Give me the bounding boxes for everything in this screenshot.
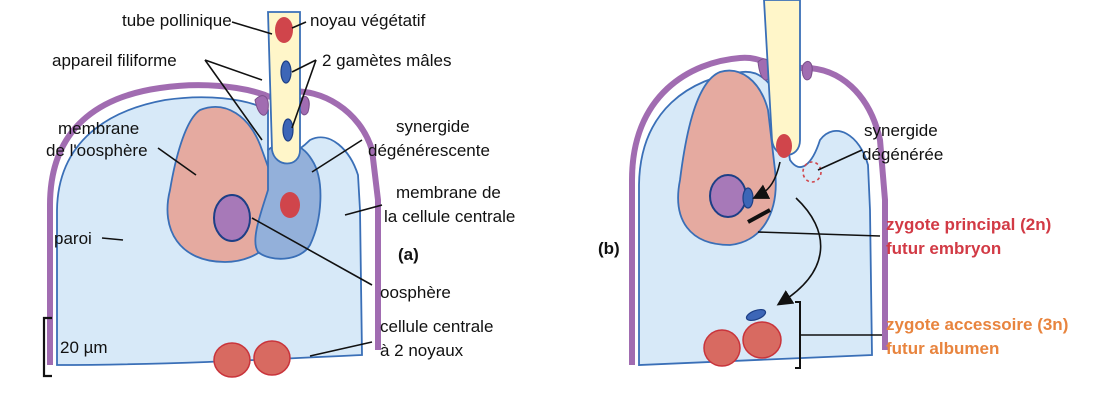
label-cellule-centrale-1: cellule centrale <box>380 317 493 336</box>
label-zygote-principal-2: futur embryon <box>886 239 1001 258</box>
tag-panel-a: (a) <box>398 245 419 264</box>
cellule-centrale-noyau-2-b <box>743 322 781 358</box>
leader-filiforme-1 <box>205 60 262 80</box>
synergide-noyau-a <box>280 192 300 218</box>
label-zygote-principal-1: zygote principal (2n) <box>886 215 1051 234</box>
label-membrane-oosphere-2: de l'oosphère <box>46 141 148 160</box>
oosphere-noyau-a <box>214 195 250 241</box>
zygote-noyau-b <box>710 175 746 217</box>
label-zygote-accessoire-2: futur albumen <box>886 339 999 358</box>
label-zygote-accessoire-1: zygote accessoire (3n) <box>886 315 1068 334</box>
tube-noyau-b <box>776 134 792 158</box>
label-oosphere: oosphère <box>380 283 451 302</box>
panel-a: tube pollinique noyau végétatif appareil… <box>44 11 515 377</box>
label-appareil-filiforme: appareil filiforme <box>52 51 177 70</box>
gamete-male-1-a <box>281 61 291 83</box>
label-cellule-centrale-2: à 2 noyaux <box>380 341 464 360</box>
label-gametes-males: 2 gamètes mâles <box>322 51 451 70</box>
leader-tube-a <box>232 22 272 34</box>
panel-b: synergide dégénérée (b) zygote principal… <box>598 0 1068 368</box>
gamete-fusion-b <box>743 188 753 208</box>
gamete-male-2-a <box>283 119 293 141</box>
cellule-centrale-noyau-2-a <box>254 341 290 375</box>
label-membrane-cc-1: membrane de <box>396 183 501 202</box>
label-synergide-b-1: synergide <box>864 121 938 140</box>
label-membrane-cc-2: la cellule centrale <box>384 207 515 226</box>
label-scale: 20 µm <box>60 338 108 357</box>
label-paroi: paroi <box>54 229 92 248</box>
tag-panel-b: (b) <box>598 239 620 258</box>
label-membrane-oosphere-1: membrane <box>58 119 139 138</box>
label-noyau-vegetatif: noyau végétatif <box>310 11 426 30</box>
label-synergide-a-2: dégénérescente <box>368 141 490 160</box>
label-tube-pollinique: tube pollinique <box>122 11 232 30</box>
cellule-centrale-noyau-1-b <box>704 330 740 366</box>
label-synergide-b-2: dégénérée <box>862 145 943 164</box>
noyau-vegetatif-a <box>275 17 293 43</box>
cellule-centrale-noyau-1-a <box>214 343 250 377</box>
label-synergide-a-1: synergide <box>396 117 470 136</box>
